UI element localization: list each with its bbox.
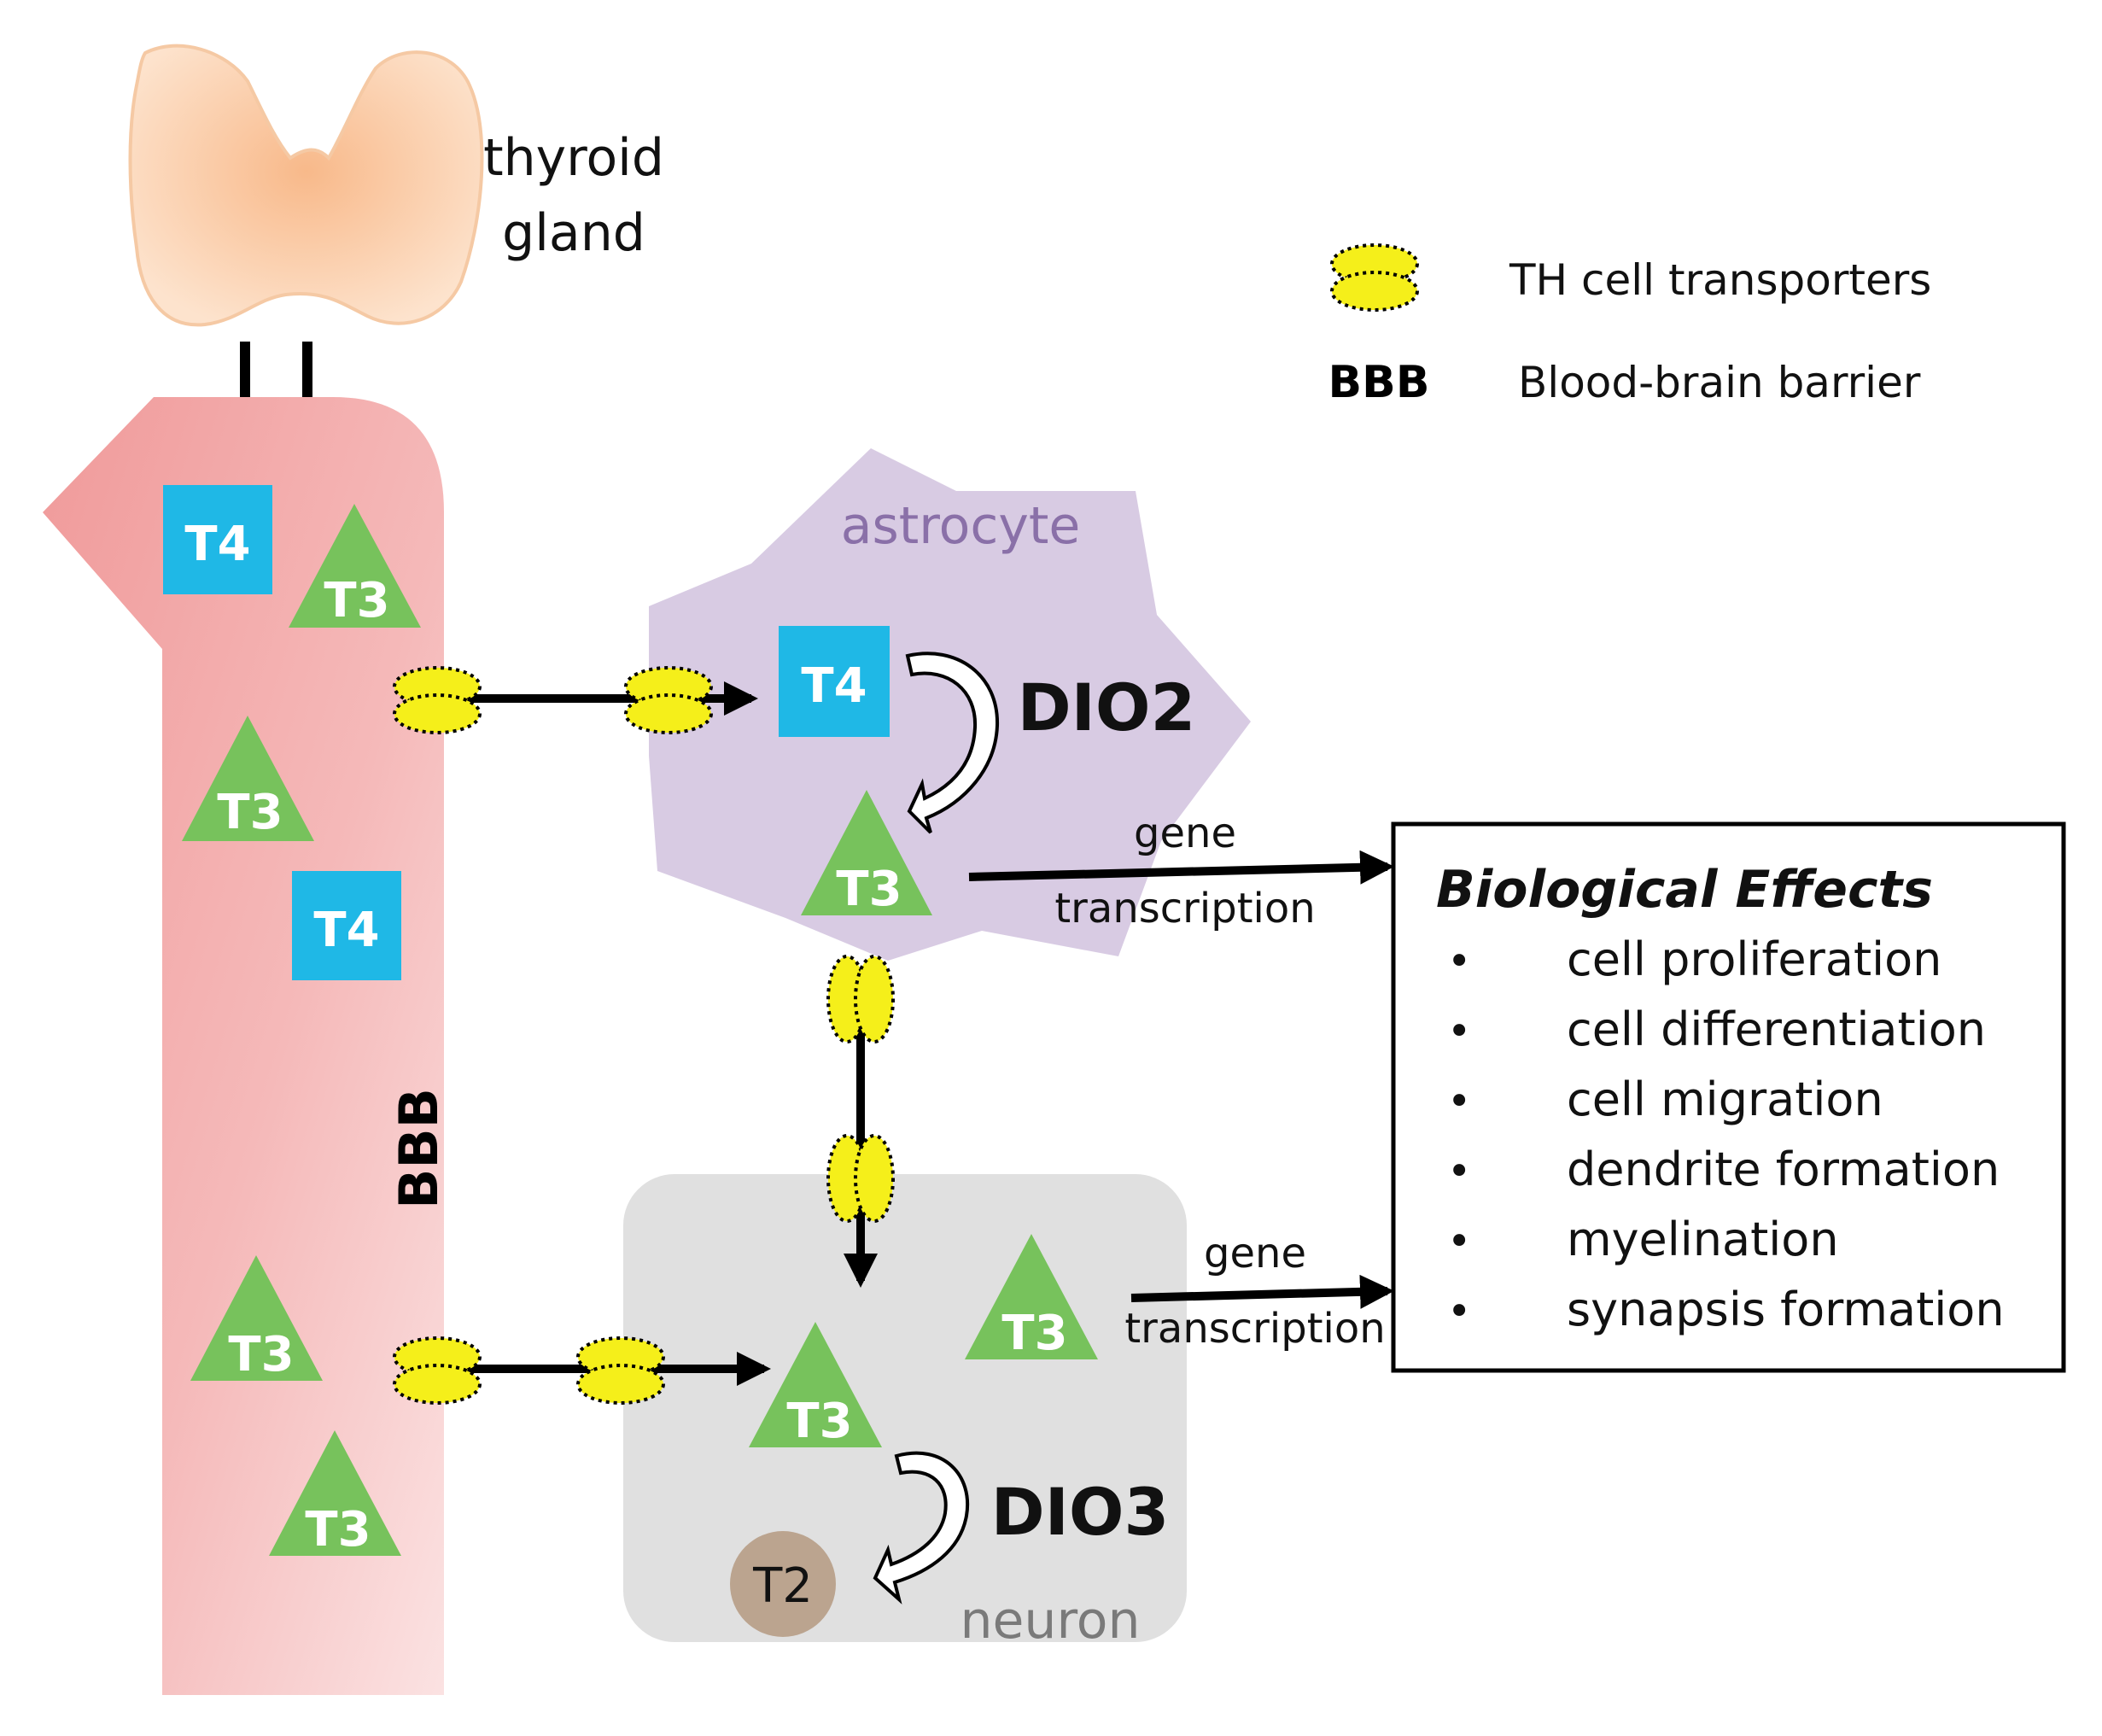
legend: TH cell transporters BBB Blood-brain bar… [1328, 243, 1931, 408]
svg-text:cell migration: cell migration [1567, 1073, 1883, 1126]
legend-bbb-label: Blood-brain barrier [1518, 358, 1921, 407]
effect-item: • cell differentiation [1447, 1002, 1986, 1056]
svg-text:myelination: myelination [1567, 1213, 1839, 1266]
dio2-label: DIO2 [1018, 669, 1196, 745]
svg-text:T4: T4 [184, 517, 250, 572]
neuron-t3-lower-molecule: T3 [749, 1322, 882, 1449]
svg-text:T3: T3 [228, 1327, 294, 1382]
svg-text:cell differentiation: cell differentiation [1567, 1002, 1986, 1056]
vessel-bbb-label: BBB [388, 1088, 450, 1209]
svg-text:T3: T3 [836, 862, 902, 917]
astrocyte-gene-label: gene [1134, 810, 1236, 857]
neuron-gene-transcription-arrow [1130, 1274, 1394, 1309]
vessel-t3-molecule: T3 [190, 1255, 323, 1382]
dio3-conversion-arrow [873, 1451, 970, 1604]
neuron-t3-upper-molecule: T3 [965, 1234, 1098, 1361]
legend-bbb-abbrev: BBB [1328, 357, 1430, 408]
dio2-conversion-arrow [905, 652, 1000, 834]
effect-item: • cell proliferation [1447, 932, 1941, 986]
effect-item: • dendrite formation [1447, 1143, 2000, 1196]
effect-item: • cell migration [1447, 1073, 1883, 1126]
svg-text:T3: T3 [305, 1502, 371, 1558]
effect-item: • synapsis formation [1447, 1283, 2005, 1336]
svg-text:•: • [1447, 1008, 1471, 1055]
astrocyte-t3-molecule: T3 [801, 790, 932, 917]
svg-text:T4: T4 [801, 658, 867, 714]
dio3-label: DIO3 [991, 1474, 1170, 1550]
legend-transporter-icon [1330, 243, 1419, 312]
t2-molecule: T2 [730, 1531, 836, 1637]
svg-text:•: • [1447, 1218, 1471, 1265]
transporter-icon [826, 1134, 895, 1223]
neuron-gene-label: gene [1204, 1230, 1306, 1277]
svg-text:T2: T2 [752, 1558, 813, 1614]
svg-text:dendrite formation: dendrite formation [1567, 1143, 2000, 1196]
neuron-transcription-label: transcription [1124, 1305, 1385, 1353]
neuron-label: neuron [960, 1591, 1140, 1651]
svg-text:synapsis formation: synapsis formation [1567, 1283, 2005, 1336]
svg-text:T4: T4 [313, 903, 379, 958]
thyroid-label-line2: gland [502, 203, 645, 263]
vessel-t3-molecule: T3 [269, 1430, 401, 1558]
vessel-t4-molecule: T4 [292, 871, 401, 980]
biological-effects-title: Biological Effects [1436, 860, 1933, 920]
vessel-t3-molecule: T3 [182, 716, 314, 841]
astrocyte-cell [649, 448, 1251, 961]
thyroid-label-line1: thyroid [483, 128, 664, 188]
svg-text:•: • [1447, 938, 1471, 985]
svg-text:T3: T3 [217, 785, 283, 840]
effect-item: • myelination [1447, 1213, 1839, 1266]
svg-text:•: • [1447, 1288, 1471, 1336]
svg-text:T3: T3 [786, 1394, 852, 1449]
astrocyte-transcription-label: transcription [1054, 885, 1315, 932]
legend-transporter-label: TH cell transporters [1509, 255, 1931, 305]
astrocyte-gene-transcription-arrow [968, 850, 1394, 885]
svg-text:T3: T3 [324, 573, 389, 628]
svg-text:T3: T3 [1001, 1306, 1067, 1361]
transporter-icon [826, 955, 895, 1043]
thyroid-gland [128, 44, 484, 327]
astrocyte-t4-molecule: T4 [779, 626, 890, 737]
vessel-t4-molecule: T4 [163, 485, 272, 594]
svg-text:cell proliferation: cell proliferation [1567, 932, 1941, 986]
svg-text:•: • [1447, 1078, 1471, 1125]
vessel-t3-molecule: T3 [289, 504, 421, 628]
biological-effects-box [1391, 821, 2066, 1373]
blood-vessel [43, 397, 444, 1695]
effects-list: • cell proliferation • cell differentiat… [1447, 932, 2005, 1336]
svg-text:•: • [1447, 1148, 1471, 1195]
astrocyte-label: astrocyte [841, 496, 1081, 556]
